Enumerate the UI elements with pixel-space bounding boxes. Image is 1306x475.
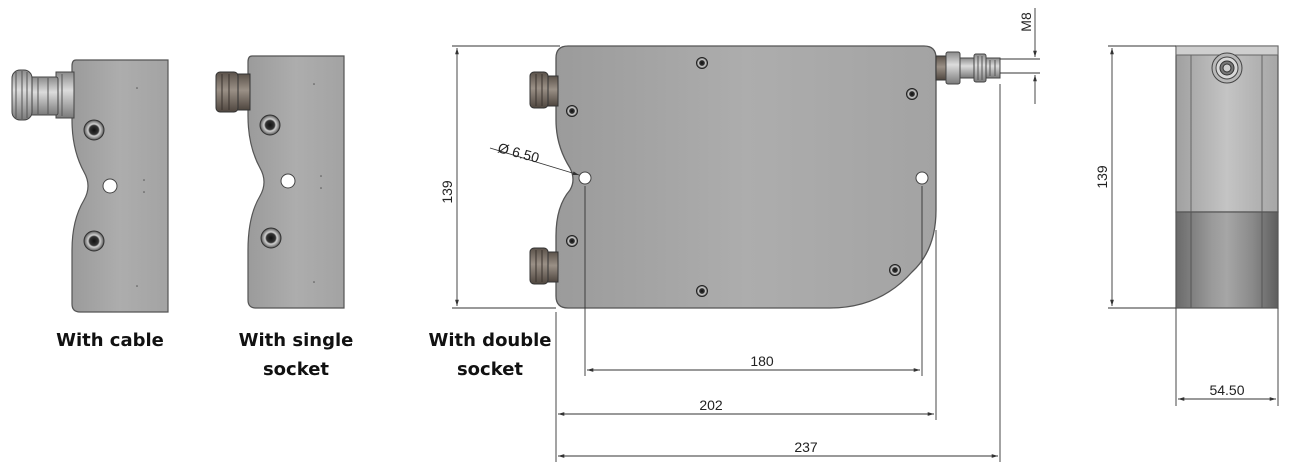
hole-spacing-label: 180 bbox=[750, 353, 774, 369]
dimension-hole-spacing: 180 bbox=[584, 186, 923, 376]
side-width-label: 54.50 bbox=[1209, 382, 1244, 398]
variant-double-socket-view bbox=[529, 45, 1001, 309]
screw-icon bbox=[259, 114, 281, 136]
screw-icon bbox=[83, 230, 105, 252]
m8-connector-end-icon bbox=[1211, 52, 1243, 84]
caption-line: socket bbox=[262, 359, 330, 380]
dimension-body-width: 202 bbox=[555, 230, 937, 462]
mounting-hole-icon bbox=[915, 171, 929, 185]
caption-line: With cable bbox=[56, 330, 164, 351]
housing-body bbox=[247, 55, 345, 309]
mounting-hole-icon bbox=[578, 171, 592, 185]
screw-icon bbox=[566, 235, 578, 247]
hole-icon bbox=[280, 173, 296, 189]
cable-gland-icon bbox=[11, 69, 75, 121]
dimension-side-height: 139 bbox=[1094, 45, 1176, 309]
thread-label: M8 bbox=[1018, 12, 1034, 32]
side-height-label: 139 bbox=[1094, 165, 1110, 189]
socket-connector-icon bbox=[215, 71, 251, 113]
dimension-overall-width: 237 bbox=[558, 84, 1001, 462]
dimension-front-height: 139 bbox=[439, 45, 560, 309]
screw-icon bbox=[83, 119, 105, 141]
caption-with-cable: With cable bbox=[40, 326, 180, 355]
socket-connector-icon bbox=[529, 71, 559, 109]
overall-width-label: 237 bbox=[794, 439, 818, 455]
side-housing-top bbox=[1175, 45, 1279, 213]
caption-with-double-socket: With double socket bbox=[420, 326, 560, 384]
dimension-side-width: 54.50 bbox=[1175, 308, 1279, 406]
caption-with-single-socket: With single socket bbox=[226, 326, 366, 384]
side-housing-bottom bbox=[1175, 211, 1279, 309]
side-view bbox=[1175, 45, 1279, 309]
hole-icon bbox=[102, 178, 118, 194]
caption-line: socket bbox=[456, 359, 524, 380]
variant-cable-view bbox=[11, 59, 169, 313]
hole-diameter-label: Ø 6.50 bbox=[496, 139, 541, 165]
dimension-thread: M8 bbox=[1000, 8, 1040, 104]
caption-line: With double bbox=[428, 330, 552, 351]
screw-icon bbox=[696, 285, 708, 297]
body-width-label: 202 bbox=[699, 397, 723, 413]
screw-icon bbox=[260, 227, 282, 249]
m8-connector-icon bbox=[935, 51, 1001, 85]
screw-icon bbox=[696, 57, 708, 69]
variant-single-socket-view bbox=[215, 55, 345, 309]
caption-line: With single bbox=[238, 330, 354, 351]
front-height-label: 139 bbox=[439, 180, 455, 204]
socket-connector-icon bbox=[529, 247, 559, 285]
screw-icon bbox=[566, 105, 578, 117]
screw-icon bbox=[889, 264, 901, 276]
housing-body bbox=[71, 59, 169, 313]
housing-body bbox=[555, 45, 937, 309]
screw-icon bbox=[906, 88, 918, 100]
